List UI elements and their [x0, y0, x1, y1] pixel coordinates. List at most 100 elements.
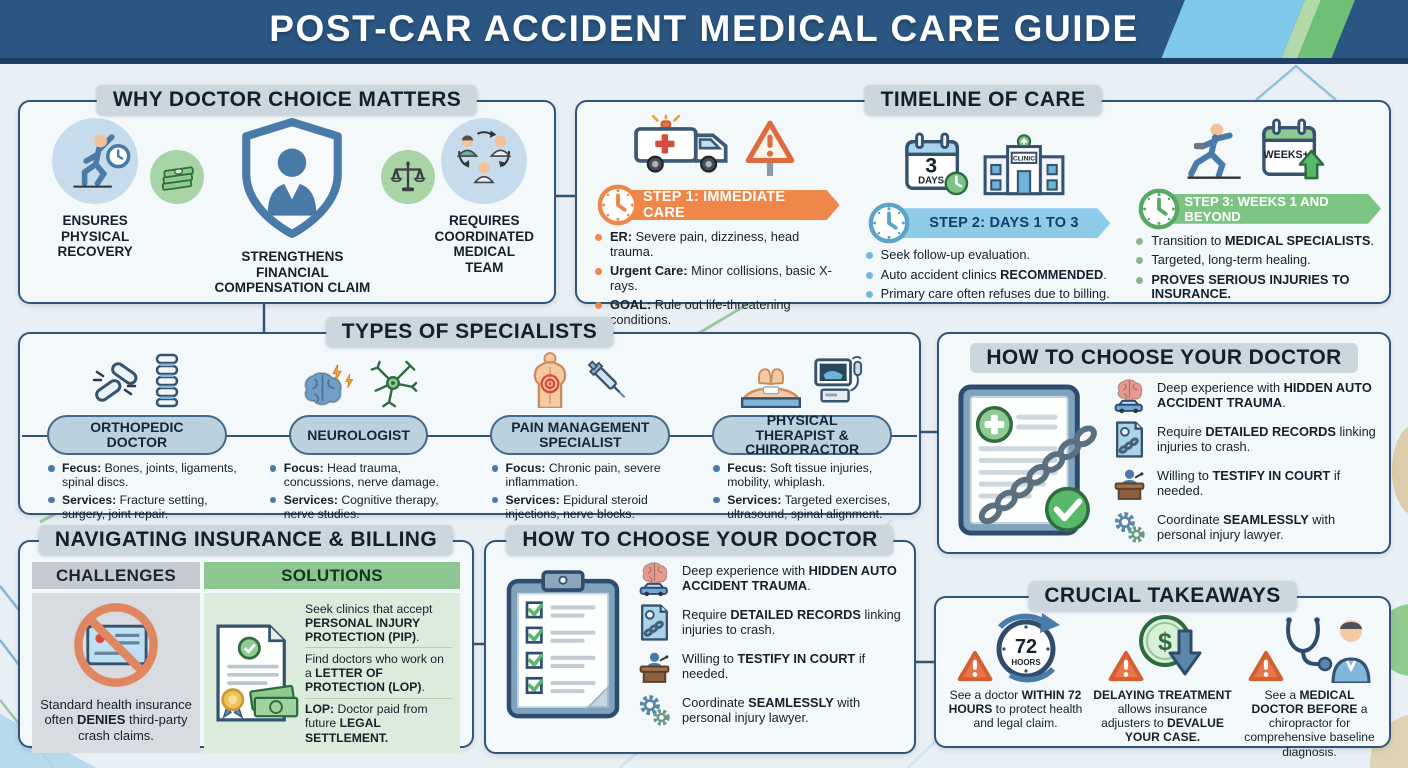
bullet-text: Coordinate SEAMLESSLY with personal inju…: [682, 694, 861, 725]
choose-doctor-bullet: Require DETAILED RECORDS linking injurie…: [636, 604, 904, 641]
section-title-why: WHY DOCTOR CHOICE MATTERS: [96, 85, 478, 115]
specialists-row: ORTHOPEDIC DOCTOR Fecus: Bones, joints, …: [20, 334, 919, 522]
bullet-item: Focus: Chronic pain, severe inflammation…: [491, 461, 682, 490]
why-accent-scales: [380, 118, 435, 204]
medical-team-icon: [441, 118, 528, 204]
bullet-item: Urgent Care: Minor collisions, basic X-r…: [595, 263, 840, 293]
bullet-item: Services: Fracture setting, surgery, joi…: [48, 493, 238, 522]
takeaway-text: See a MEDICAL DOCTOR BEFORE a chiropract…: [1244, 688, 1375, 759]
court-testify-icon: [1111, 465, 1148, 502]
why-item-label: STRENGTHENS FINANCIAL COMPENSATION CLAIM: [214, 249, 371, 296]
calendar-weeks-icon: WEEKS+: [1261, 118, 1324, 180]
step-1-label: STEP 1: IMMEDIATE CARE: [609, 190, 840, 220]
step-2-banner: STEP 2: DAYS 1 TO 3: [874, 208, 1111, 238]
challenges-text: Standard health insurance often DENIES t…: [40, 697, 192, 743]
step-2-label: STEP 2: DAYS 1 TO 3: [880, 208, 1111, 238]
panel-crucial-takeaways: CRUCIAL TAKEAWAYS 72 HOORS See a doctor …: [934, 581, 1391, 759]
choose-doctor-bullet: Coordinate SEAMLESSLY with personal inju…: [636, 692, 904, 729]
clock-icon: [1136, 186, 1182, 232]
svg-text:72: 72: [1014, 636, 1036, 658]
orthopedic-icons: [89, 346, 185, 408]
solutions-header: SOLUTIONS: [204, 562, 460, 589]
choose-doctor-bullets: Deep experience with HIDDEN AUTO ACCIDEN…: [636, 560, 904, 729]
svg-text:WEEKS+: WEEKS+: [1263, 148, 1308, 160]
bullet-item: Services: Cognitive therapy, nerve studi…: [269, 493, 460, 522]
step-1-banner: STEP 1: IMMEDIATE CARE: [603, 190, 840, 220]
back-pain-icon: [534, 352, 567, 408]
bullet-item: Targeted, long-term healing.: [1136, 253, 1381, 268]
specialist-orthopedic: ORTHOPEDIC DOCTOR Fecus: Bones, joints, …: [26, 346, 248, 522]
choose-doctor-bullet: Require DETAILED RECORDS linking injurie…: [1111, 421, 1379, 458]
brain-car-icon: [1111, 377, 1148, 414]
solutions-list: Seek clinics that accept PERSONAL INJURY…: [305, 598, 452, 748]
takeaway-72-hours: 72 HOORS See a doctor WITHIN 72 HOURS to…: [944, 613, 1087, 759]
syringe-icon: [588, 360, 626, 399]
lop-certificate-icon: [206, 622, 300, 724]
bullet-item: ER: Severe pain, dizziness, head trauma.: [595, 229, 840, 259]
denied-insurance-icon: [74, 603, 158, 687]
takeaway-delaying-treatment: $ DELAYING TREATMENT allows insurance ad…: [1091, 615, 1234, 759]
pill-connector-line: [22, 435, 917, 437]
panel-types-of-specialists: TYPES OF SPECIALISTS: [18, 317, 921, 521]
bullet-text: Require DETAILED RECORDS linking injurie…: [682, 606, 901, 637]
specialist-name: ORTHOPEDIC DOCTOR: [46, 415, 227, 455]
justice-scales-icon: [380, 150, 435, 204]
why-item-label: ENSURES PHYSICAL RECOVERY: [57, 213, 133, 260]
bullet-item: PROVES SERIOUS INJURIES TO INSURANCE.: [1136, 272, 1381, 302]
clock-icon: [595, 182, 641, 228]
exercise-progress-icon: [1187, 123, 1241, 179]
solutions-body: Seek clinics that accept PERSONAL INJURY…: [204, 593, 460, 754]
ultrasound-machine-icon: [814, 356, 863, 403]
choose-doctor-bullet: Willing to TESTIFY IN COURT if needed.: [1111, 465, 1379, 502]
section-title-insurance: NAVIGATING INSURANCE & BILLING: [38, 525, 454, 555]
specialist-pain-management: PAIN MANAGEMENT SPECIALIST Focus: Chroni…: [470, 346, 692, 522]
exercise-recovery-icon: [52, 118, 139, 204]
specialist-bullets: Fecus: Bones, joints, ligaments, spinal …: [26, 461, 248, 522]
svg-text:CLINIC: CLINIC: [1013, 156, 1035, 163]
bullet-item: GOAL: Rule out life-threatening conditio…: [595, 297, 840, 327]
bullet-item: Fecus: Soft tissue injuries, mobility, w…: [713, 461, 903, 490]
timeline-step-3: WEEKS+ STEP 3: WEEKS 1 AND BEYOND Transi…: [1118, 102, 1389, 302]
timeline-steps-row: STEP 1: IMMEDIATE CARE ER: Severe pain, …: [577, 102, 1389, 327]
specialist-bullets: Focus: Head trauma, concussions, nerve d…: [248, 461, 470, 522]
chained-record-check-illustration: [958, 384, 1097, 536]
specialist-neurologist: NEUROLOGIST Focus: Head trauma, concussi…: [248, 346, 470, 522]
72-hours-clock-icon: 72 HOORS: [952, 613, 1080, 683]
header-banner: POST-CAR ACCIDENT MEDICAL CARE GUIDE: [0, 0, 1408, 64]
panel-choose-doctor-right: HOW TO CHOOSE YOUR DOCTOR: [937, 332, 1391, 554]
spine-icon: [155, 353, 179, 408]
step-1-icons: [587, 114, 840, 178]
solution-item: LOP: Doctor paid from future LEGAL SETTL…: [305, 697, 452, 748]
specialist-physical-therapist: PHYSICAL THERAPIST & CHIROPRACTOR Fecus:…: [691, 346, 913, 522]
solution-item: Find doctors who work on a LETTER OF PRO…: [305, 647, 452, 697]
choose-doctor-bullet: Deep experience with HIDDEN AUTO ACCIDEN…: [636, 560, 904, 597]
panel-timeline-of-care: TIMELINE OF CARE STEP 1: IMMEDIATE CARE: [575, 85, 1391, 327]
step-1-bullets: ER: Severe pain, dizziness, head trauma.…: [587, 229, 840, 327]
specialist-name: NEUROLOGIST: [289, 415, 428, 455]
timeline-step-2: 3 DAYS CLINIC: [848, 102, 1119, 302]
specialist-name: PAIN MANAGEMENT SPECIALIST: [490, 415, 671, 455]
svg-text:DAYS: DAYS: [918, 176, 945, 187]
section-title-choose-doctor: HOW TO CHOOSE YOUR DOCTOR: [970, 343, 1358, 373]
brain-icon: [303, 364, 353, 406]
choose-doctor-bullet: Deep experience with HIDDEN AUTO ACCIDEN…: [1111, 377, 1379, 414]
section-title-choose-doctor-bottom: HOW TO CHOOSE YOUR DOCTOR: [506, 525, 894, 555]
why-items-row: ENSURES PHYSICAL RECOVERY: [20, 102, 554, 296]
specialist-bullets: Fecus: Soft tissue injuries, mobility, w…: [691, 461, 913, 522]
ambulance-icon: [634, 114, 728, 173]
bullet-item: Focus: Head trauma, concussions, nerve d…: [269, 461, 460, 490]
bullet-item: Services: Targeted exercises, ultrasound…: [713, 493, 903, 522]
specialist-name: PHYSICAL THERAPIST & CHIROPRACTOR: [712, 413, 893, 457]
pain-management-icons: [524, 346, 636, 408]
court-testify-icon: [636, 648, 673, 685]
solution-item: Seek clinics that accept PERSONAL INJURY…: [305, 601, 433, 644]
svg-text:$: $: [1158, 628, 1172, 656]
panel-insurance-billing: NAVIGATING INSURANCE & BILLING CHALLENGE…: [18, 525, 474, 754]
step-3-bullets: Transition to MEDICAL SPECIALISTS. Targe…: [1128, 233, 1381, 302]
timeline-step-1: STEP 1: IMMEDIATE CARE ER: Severe pain, …: [577, 102, 848, 327]
section-title-takeaways: CRUCIAL TAKEAWAYS: [1028, 581, 1297, 611]
bullet-text: Require DETAILED RECORDS linking injurie…: [1157, 423, 1376, 454]
warning-sign-icon: [745, 118, 795, 178]
section-title-specialists: TYPES OF SPECIALISTS: [325, 317, 614, 347]
physical-therapist-icons: [740, 346, 864, 408]
